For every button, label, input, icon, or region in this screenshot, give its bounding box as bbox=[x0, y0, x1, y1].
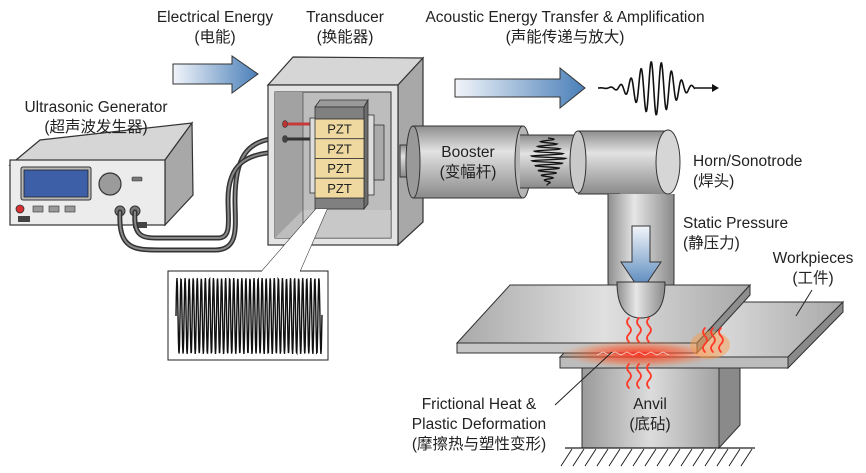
electrical-energy-label: Electrical Energy (电能) bbox=[140, 8, 290, 48]
ground-hatch-line bbox=[620, 448, 633, 467]
booster-label-en: Booster bbox=[441, 144, 495, 161]
ground-hatch-line bbox=[692, 448, 705, 467]
weld-heat-zone bbox=[560, 317, 730, 389]
acoustic-energy-label: Acoustic Energy Transfer & Amplification… bbox=[400, 8, 730, 48]
transducer-housing bbox=[266, 56, 425, 247]
leader-lines bbox=[554, 289, 813, 449]
booster bbox=[399, 125, 580, 199]
ultrasonic-generator bbox=[8, 121, 194, 228]
pzt-disc-label: PZT bbox=[327, 141, 352, 156]
heat-wave-icon bbox=[646, 317, 652, 343]
ground-hatch-line bbox=[680, 448, 693, 467]
booster-label-zh: (变幅杆) bbox=[439, 164, 497, 181]
ground-hatch-line bbox=[632, 448, 645, 467]
ground-hatch-line bbox=[596, 448, 609, 467]
frictional-heat-label-en2: Plastic Deformation bbox=[411, 416, 547, 433]
transducer-label-zh: (换能器) bbox=[316, 29, 374, 46]
heat-wave-icon bbox=[646, 363, 652, 389]
horn-tip bbox=[616, 281, 666, 319]
pzt-disc-label: PZT bbox=[327, 161, 352, 176]
amplitude-wave-icon bbox=[529, 137, 568, 186]
signal-cables bbox=[117, 135, 286, 253]
horn-label-zh: (焊头) bbox=[693, 173, 735, 190]
heat-wave-icon bbox=[702, 327, 708, 353]
frictional-heat-label-zh: (摩擦热与塑性变形) bbox=[411, 436, 547, 453]
ground-hatch-line bbox=[728, 448, 741, 467]
acoustic-energy-label-en: Acoustic Energy Transfer & Amplification bbox=[425, 9, 705, 26]
pzt-disc-label: PZT bbox=[327, 122, 352, 137]
ground-hatch-line bbox=[740, 448, 753, 467]
power-button bbox=[15, 204, 25, 214]
pzt-disc-label: PZT bbox=[327, 181, 352, 196]
booster-label: Booster (变幅杆) bbox=[428, 143, 508, 183]
static-pressure-label-en: Static Pressure bbox=[683, 215, 789, 232]
ground-hatch-line bbox=[560, 448, 573, 467]
ground-hatch-line bbox=[608, 448, 621, 467]
acoustic-energy-arrow bbox=[454, 66, 586, 110]
generator-label-zh: (超声波发生器) bbox=[44, 119, 148, 136]
transducer-callout bbox=[167, 208, 329, 361]
anvil-label-en: Anvil bbox=[633, 396, 667, 413]
ground-hatch-line bbox=[716, 448, 729, 467]
workpieces-label: Workpieces (工件) bbox=[765, 249, 861, 289]
anvil bbox=[560, 367, 755, 467]
horn-label: Horn/Sonotrode (焊头) bbox=[693, 152, 802, 192]
generator-display bbox=[23, 169, 89, 198]
electrical-energy-arrow bbox=[172, 55, 259, 94]
acoustic-energy-label-zh: (声能传递与放大) bbox=[505, 29, 625, 46]
drive-signal-waveform bbox=[175, 276, 323, 356]
ground-hatch-line bbox=[668, 448, 681, 467]
ground-hatch-line bbox=[584, 448, 597, 467]
generator-label: Ultrasonic Generator (超声波发生器) bbox=[7, 98, 185, 138]
ground-hatch-line bbox=[704, 448, 717, 467]
heat-wave-icon bbox=[636, 363, 642, 389]
heat-wave-icon bbox=[718, 327, 724, 353]
heat-wave-icon bbox=[636, 317, 642, 343]
electrical-energy-label-zh: (电能) bbox=[194, 29, 236, 46]
ground-hatch-line bbox=[656, 448, 669, 467]
anvil-label: Anvil (底砧) bbox=[610, 395, 690, 435]
heat-wave-icon bbox=[626, 317, 632, 343]
generator-label-en: Ultrasonic Generator bbox=[24, 99, 168, 116]
heat-wave-icon bbox=[626, 363, 632, 389]
frictional-heat-label: Frictional Heat & Plastic Deformation (摩… bbox=[390, 395, 568, 455]
static-pressure-label: Static Pressure (静压力) bbox=[683, 214, 788, 254]
workpieces-label-zh: (工件) bbox=[792, 270, 834, 287]
ground-hatch-line bbox=[644, 448, 657, 467]
pzt-stack: PZT PZT PZT PZT bbox=[314, 118, 365, 199]
ground-hatch-line bbox=[572, 448, 585, 467]
anvil-label-zh: (底砧) bbox=[629, 416, 671, 433]
transducer-label: Transducer (换能器) bbox=[290, 8, 400, 48]
static-pressure-label-zh: (静压力) bbox=[683, 235, 740, 252]
electrical-energy-label-en: Electrical Energy bbox=[156, 9, 274, 26]
static-pressure-arrow bbox=[620, 225, 662, 293]
pzt-disc bbox=[314, 177, 365, 199]
frictional-heat-label-en1: Frictional Heat & bbox=[421, 396, 537, 413]
workpieces-label-en: Workpieces bbox=[772, 250, 854, 267]
horn-label-en: Horn/Sonotrode bbox=[693, 153, 803, 170]
transducer-label-en: Transducer bbox=[306, 9, 384, 26]
generator-knob bbox=[98, 172, 122, 196]
heat-wave-icon bbox=[710, 327, 716, 353]
ultrasonic-wave-packet bbox=[598, 61, 719, 116]
